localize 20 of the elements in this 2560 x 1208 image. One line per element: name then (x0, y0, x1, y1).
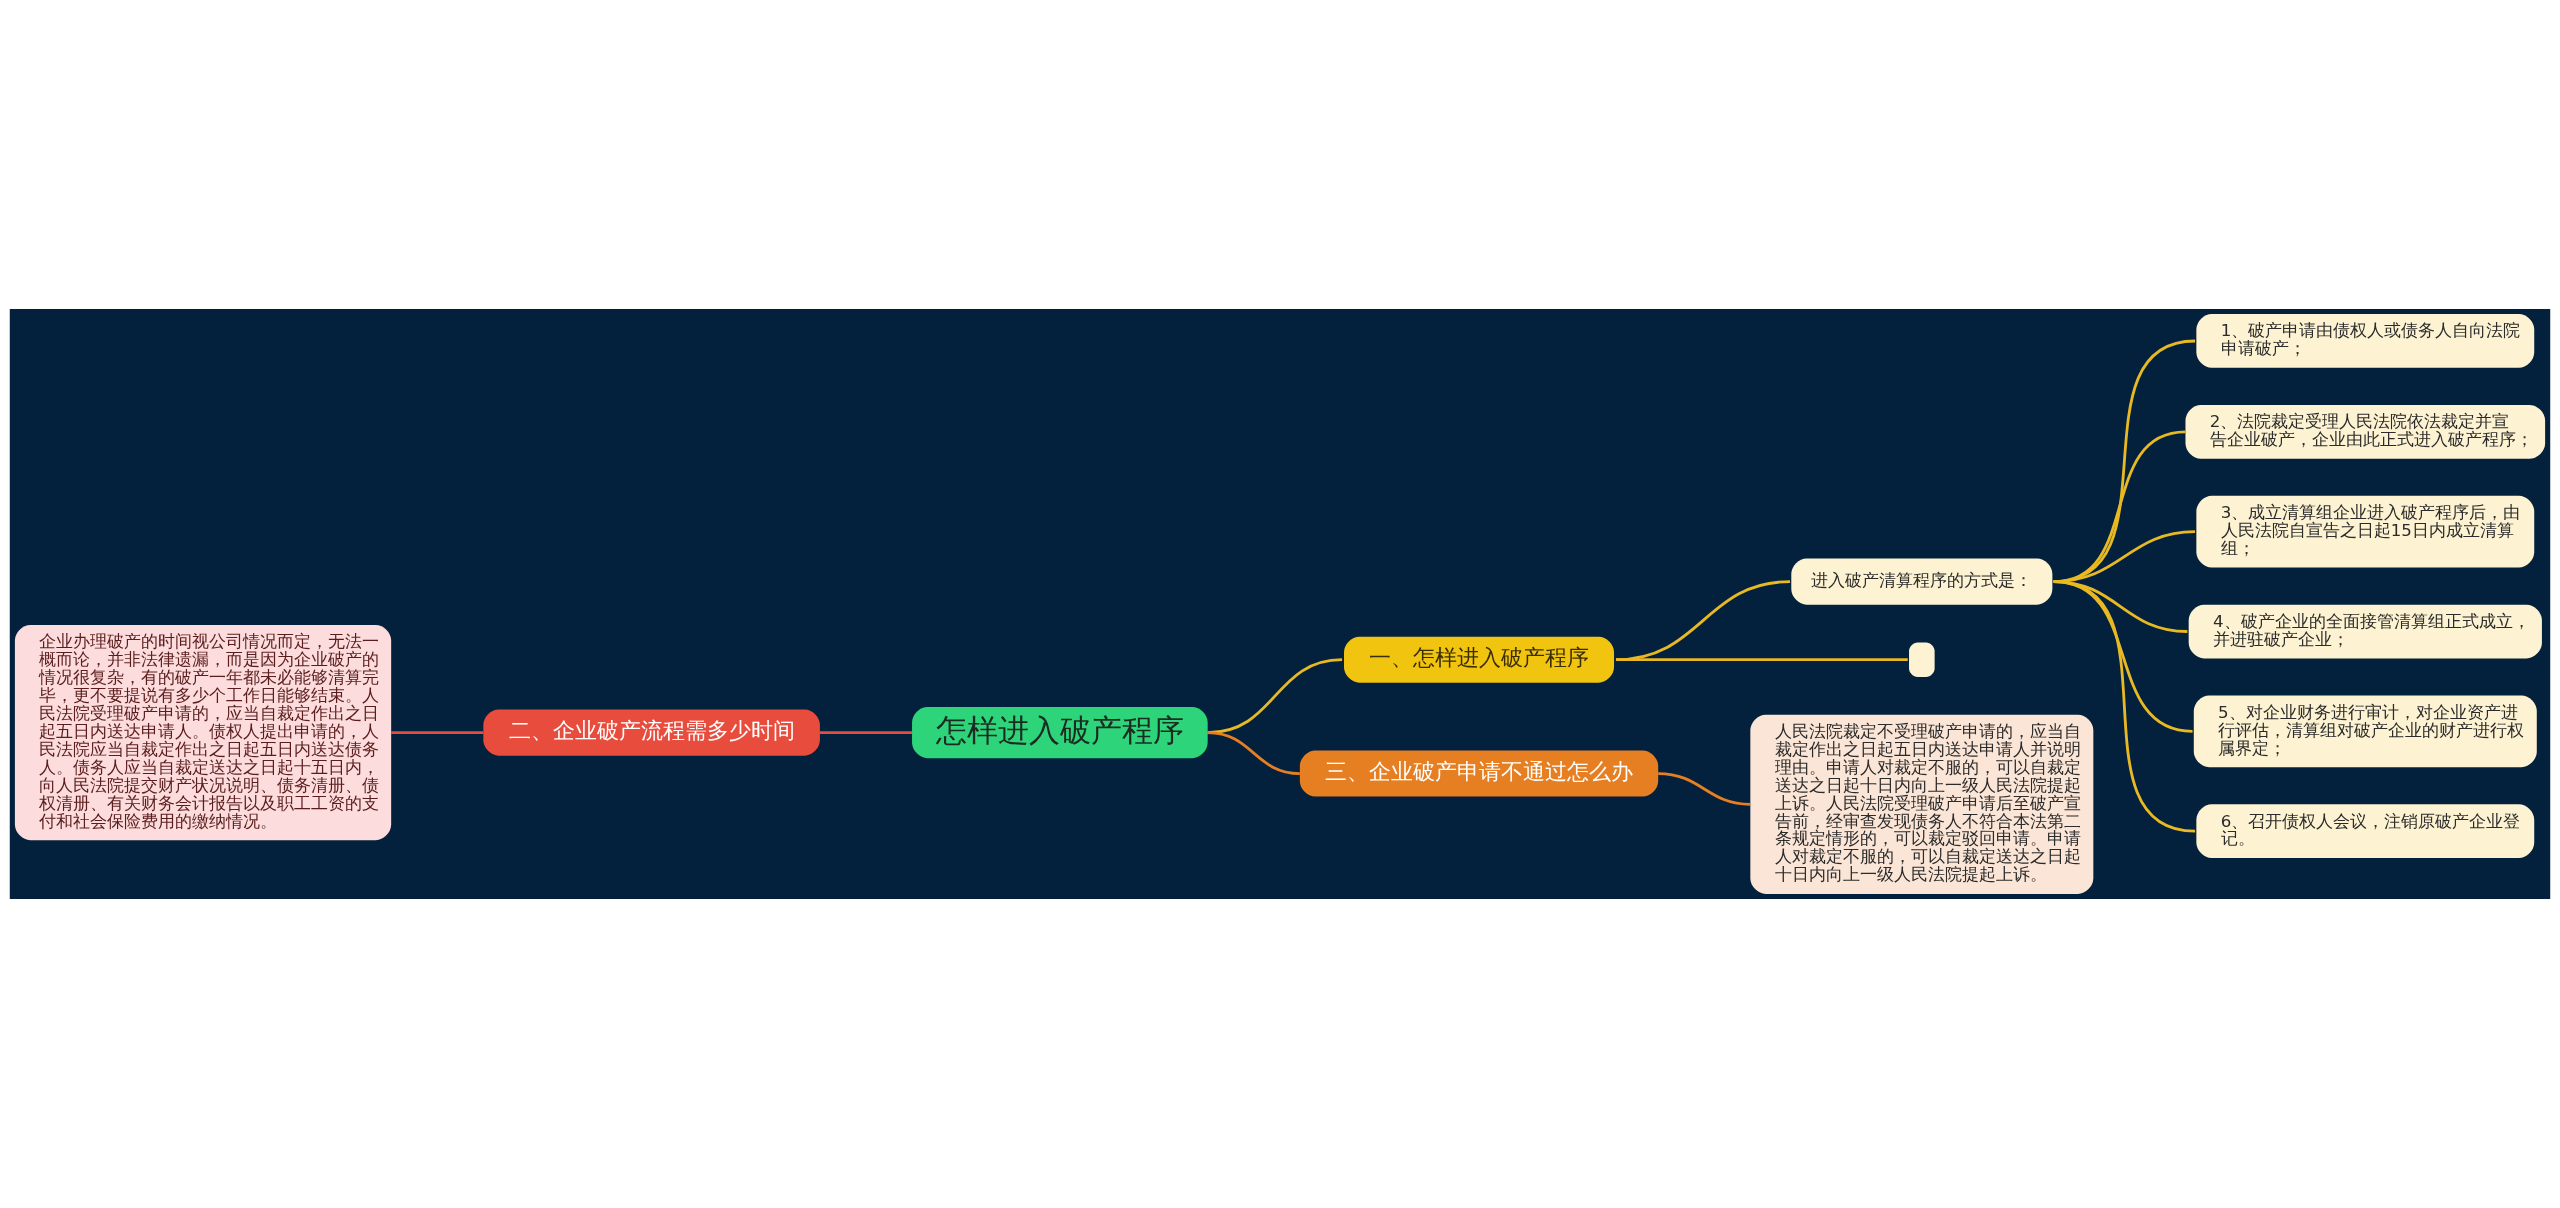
node-box: 一、怎样进入破产程序 (1344, 636, 1615, 683)
node-box: 怎样进入破产程序 (912, 707, 1208, 759)
node-box: 5、对企业财务进行审计，对企业资产进行评估，清算组对破产企业的财产进行权属界定； (2193, 695, 2537, 768)
connector (391, 731, 484, 735)
connector (1615, 658, 1908, 662)
connector (1658, 772, 1751, 806)
node-box: 人民法院裁定不受理破产申请的，应当自裁定作出之日起五日内送达申请人并说明理由。申请人对裁定不服的，可以自裁定送达之日起十日内向上一级人民法院提起上诉。人民法院受理破产申请后至破产宣告前，经审查发现债务人不符合本法第二条规定情形的，可以裁定驳回申请。申请人对裁定不服的，可以自裁定送达之日起十日内向上一级人民法院提起上诉。 (1750, 714, 2094, 894)
node-box: 企业办理破产的时间视公司情况而定，无法一概而论，并非法律遗漏，而是因为企业破产的情况很复杂，有的破产一年都未必能够清算完毕，更不要提说有多少个工作日能够结束。人民法院受理破产申请的，应当自裁定作出之日起五日内送达申请人。债权人提出申请的，人民法院应当自裁定作出之日起五日内送达债务人。债务人应当自裁定送达之日起十五日内，向人民法院提交财产状况说明、债务清册、债权清册、有关财务会计报告以及职工工资的支付和社会保险费用的缴纳情况。 (14, 625, 392, 841)
node-box: 三、企业破产申请不通过怎么办 (1299, 750, 1659, 797)
node-box (1909, 642, 1935, 677)
node-box: 二、企业破产流程需多少时间 (483, 709, 820, 756)
connector (2053, 580, 2196, 833)
node-box: 2、法院裁定受理人民法院依法裁定并宣告企业破产，企业由此正式进入破产程序； (2185, 405, 2546, 459)
connector (819, 731, 913, 735)
node-box: 6、召开债权人会议，注销原破产企业登记。 (2196, 804, 2535, 859)
node-box: 1、破产申请由债权人或债务人自向法院申请破产； (2196, 314, 2535, 368)
connector (1207, 731, 1300, 775)
node-box: 进入破产清算程序的方式是： (1791, 558, 2053, 605)
node-box: 3、成立清算组企业进入破产程序后，由人民法院自宣告之日起15日内成立清算组； (2196, 495, 2535, 568)
node-box: 4、破产企业的全面接管清算组正式成立，并进驻破产企业； (2188, 604, 2542, 659)
